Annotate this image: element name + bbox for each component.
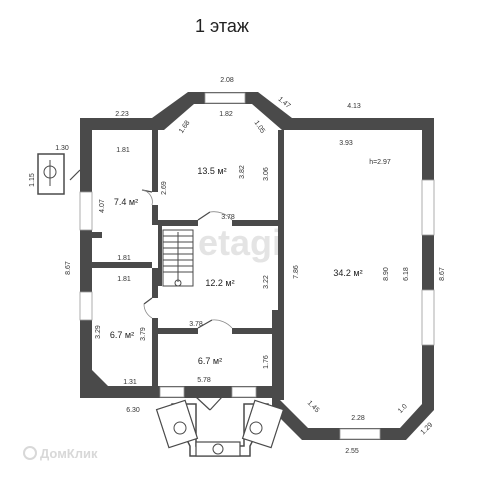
dim-label: 8.67 xyxy=(439,267,446,281)
dim-label: 6.30 xyxy=(126,407,140,414)
dim-label: 8.67 xyxy=(65,261,72,275)
dim-label: 1.45 xyxy=(306,400,321,415)
dim-label: 1.81 xyxy=(116,147,130,154)
dim-label: 1.81 xyxy=(117,276,131,283)
wall-h-left-stub xyxy=(92,232,102,238)
wall-h-left-mid xyxy=(92,262,152,268)
dim-label: 1.31 xyxy=(123,379,137,386)
doors xyxy=(69,169,233,411)
dim-label: 3.79 xyxy=(140,327,147,341)
dim-label: 2.55 xyxy=(345,448,359,455)
wall-top-right xyxy=(282,118,434,130)
ceiling-height: h=2.97 xyxy=(369,159,391,166)
dim-label: 2.23 xyxy=(115,111,129,118)
dim-label: 4.13 xyxy=(347,103,361,110)
wall-living-left-lower xyxy=(272,310,284,400)
windows xyxy=(79,92,435,440)
wall-v-topleft-b xyxy=(152,205,158,225)
window-right-lower xyxy=(421,289,435,346)
wall-right-lower xyxy=(422,380,434,410)
left-porch xyxy=(37,153,65,195)
dim-label: 1.05 xyxy=(252,120,266,135)
window-top-bay xyxy=(204,92,246,104)
dim-label: 5.78 xyxy=(197,377,211,384)
dim-label: 3.78 xyxy=(189,321,203,328)
dim-label: 1.47 xyxy=(276,96,291,110)
dim-label: 3.82 xyxy=(239,165,246,179)
wall-h-hall-top-b xyxy=(232,220,282,226)
dim-label: 8.90 xyxy=(383,267,390,281)
area-living: 34.2 м² xyxy=(333,268,362,278)
area-room-top-left: 7.4 м² xyxy=(114,197,138,207)
dim-label: 1.76 xyxy=(263,355,270,369)
dim-label: 6.18 xyxy=(403,267,410,281)
wall-h-bottom-mid-b xyxy=(232,328,278,334)
window-bay-bottom xyxy=(339,428,381,440)
domclick-logo: ДомКлик xyxy=(23,446,98,461)
dimensions: 2.08 1.47 4.13 2.23 1.68 1.82 1.05 3.93 … xyxy=(29,77,446,455)
window-right-upper xyxy=(421,179,435,236)
logo-text: ДомКлик xyxy=(40,446,98,461)
stairs xyxy=(162,229,194,287)
area-room-bottom-mid: 6.7 м² xyxy=(198,356,222,366)
area-room-top-mid: 13.5 м² xyxy=(197,166,226,176)
dim-label: 7.86 xyxy=(293,265,300,279)
wall-right xyxy=(422,118,434,398)
floor-title: 1 этаж xyxy=(195,16,249,36)
dim-label: 1.68 xyxy=(178,119,192,134)
dim-label: 1.82 xyxy=(219,111,233,118)
wall-h-bottom-mid-a xyxy=(158,328,198,334)
wall-v-living xyxy=(278,130,284,310)
dim-label: 3.22 xyxy=(263,275,270,289)
window-bottom-a xyxy=(159,386,185,398)
logo-icon xyxy=(23,446,37,460)
dim-label: 1.29 xyxy=(420,422,435,437)
interior-walls xyxy=(92,130,284,386)
dim-label: 2.69 xyxy=(161,181,168,195)
dim-label: 1.0 xyxy=(397,403,409,415)
wall-top-left xyxy=(80,118,160,130)
dim-label: 3.06 xyxy=(263,167,270,181)
wall-bay-top xyxy=(152,92,292,130)
wall-v-left-mid xyxy=(152,268,158,298)
area-room-bottom-left: 6.7 м² xyxy=(110,330,134,340)
dim-label: 2.28 xyxy=(351,415,365,422)
watermark: etagi xyxy=(198,222,282,263)
dim-label: 3.93 xyxy=(339,140,353,147)
dim-label: 1.15 xyxy=(29,173,36,187)
wall-left xyxy=(80,118,92,398)
dim-label: 1.81 xyxy=(117,255,131,262)
area-hall: 12.2 м² xyxy=(205,278,234,288)
wall-v-left-low xyxy=(152,318,158,386)
wall-stairs-left xyxy=(158,226,162,286)
wall-v-topleft xyxy=(152,130,158,192)
dim-label: 3.78 xyxy=(221,214,235,221)
dim-label: 1.30 xyxy=(55,145,69,152)
dim-label: 3.29 xyxy=(95,325,102,339)
window-bottom-b xyxy=(231,386,257,398)
wall-h-hall-top-a xyxy=(158,220,198,226)
dim-label: 4.07 xyxy=(99,199,106,213)
porch xyxy=(155,399,285,457)
dim-label: 2.08 xyxy=(220,77,234,84)
window-left-upper xyxy=(79,191,93,231)
window-left-lower xyxy=(79,291,93,321)
